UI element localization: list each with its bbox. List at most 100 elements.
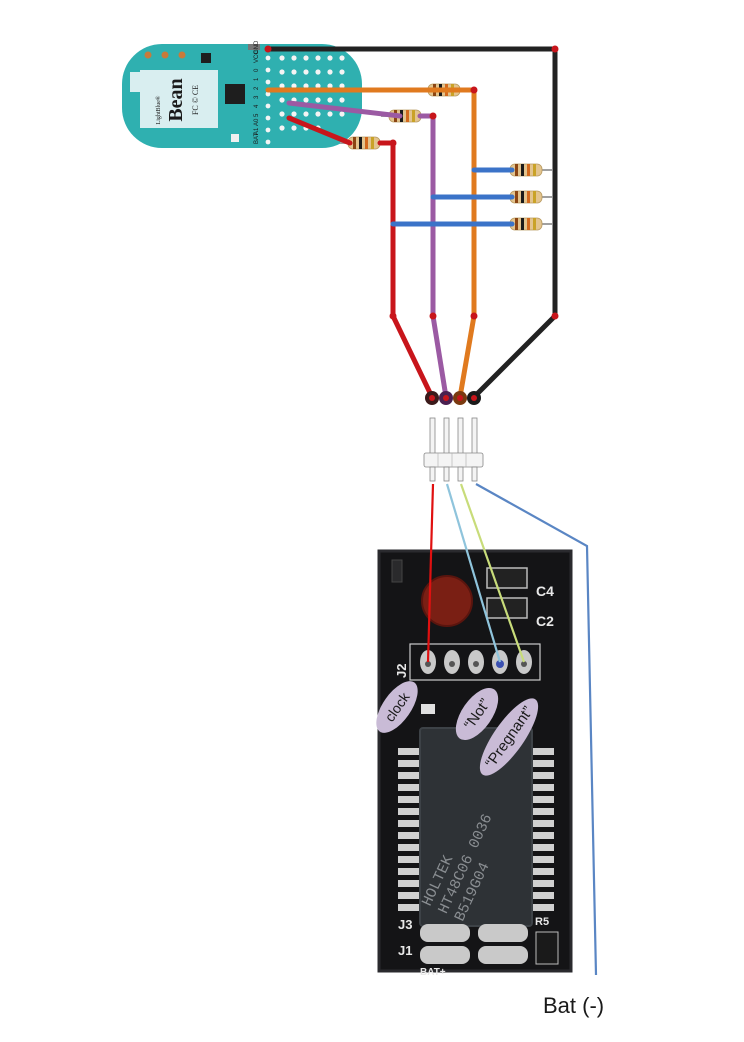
pcb-pad-right bbox=[478, 924, 528, 942]
line-bat-neg-blue bbox=[475, 483, 598, 976]
pin-label: GND bbox=[254, 40, 260, 54]
pin-hole bbox=[265, 79, 271, 85]
proto-hole bbox=[279, 83, 285, 89]
pin-label: 2 bbox=[254, 86, 260, 90]
bean-module-shield bbox=[140, 70, 218, 128]
pin-label: VCC bbox=[254, 50, 260, 63]
wire-end-dot bbox=[443, 395, 449, 401]
pin-label: 5 bbox=[254, 113, 260, 117]
chip-side-pins bbox=[398, 748, 554, 911]
junction-dot bbox=[264, 45, 272, 53]
proto-hole bbox=[327, 83, 333, 89]
header-body bbox=[423, 452, 484, 468]
proto-hole bbox=[303, 83, 309, 89]
wire-end-dot bbox=[471, 395, 477, 401]
bean-cert-text: FC © CE bbox=[191, 85, 200, 115]
chip-pin-left bbox=[398, 904, 420, 911]
chip-pin-left bbox=[398, 856, 420, 863]
proto-hole bbox=[315, 97, 321, 103]
bean-brand-text: LightBlue® bbox=[155, 95, 162, 124]
proto-hole bbox=[327, 111, 333, 117]
junction-dot bbox=[470, 86, 478, 94]
chip-pin-right bbox=[532, 772, 554, 779]
bean-antenna bbox=[130, 72, 142, 92]
proto-hole bbox=[303, 55, 309, 61]
bean-connector bbox=[248, 44, 260, 50]
proto-hole bbox=[327, 55, 333, 61]
chip-pin-right bbox=[532, 856, 554, 863]
pcb-smd bbox=[421, 704, 435, 714]
proto-hole bbox=[339, 97, 345, 103]
proto-hole bbox=[279, 55, 285, 61]
proto-hole bbox=[339, 111, 345, 117]
bean-mcu-chip bbox=[225, 84, 245, 104]
proto-hole bbox=[315, 111, 321, 117]
pcb-c2-component bbox=[486, 597, 528, 619]
resistors bbox=[340, 83, 552, 231]
chip-pin-left bbox=[398, 748, 420, 755]
chip-pin-left bbox=[398, 784, 420, 791]
proto-hole bbox=[279, 69, 285, 75]
pin-hole bbox=[265, 55, 271, 61]
proto-hole bbox=[303, 69, 309, 75]
chip-pin-left bbox=[398, 772, 420, 779]
bean-led bbox=[231, 134, 239, 142]
chip-pin-right bbox=[532, 892, 554, 899]
wire-end-dot bbox=[457, 395, 463, 401]
proto-hole bbox=[339, 55, 345, 61]
chip-pin-right bbox=[532, 844, 554, 851]
proto-hole bbox=[315, 83, 321, 89]
junction-dot bbox=[389, 139, 397, 147]
chip-pin-left bbox=[398, 808, 420, 815]
header-pin bbox=[429, 417, 436, 457]
pin-hole bbox=[265, 127, 271, 133]
wire-purple-a bbox=[286, 100, 403, 119]
pcb-silk-j1: J1 bbox=[398, 943, 412, 958]
proto-hole bbox=[339, 69, 345, 75]
chip-pin-right bbox=[532, 760, 554, 767]
pregnancy-test-pcb: C4 C2 J2 HOLTEK HT48C06 0036 B519G04 J3 … bbox=[377, 549, 573, 978]
signal-lines bbox=[426, 483, 598, 976]
chip-pin-right bbox=[532, 784, 554, 791]
header-pin bbox=[471, 466, 478, 482]
pin-label: A1 bbox=[254, 127, 260, 135]
pcb-silk-j2: J2 bbox=[394, 664, 409, 678]
chip-pin-right bbox=[532, 904, 554, 911]
chip-pin-left bbox=[398, 868, 420, 875]
proto-hole bbox=[327, 69, 333, 75]
junction-dot bbox=[429, 112, 437, 120]
bean-wires bbox=[264, 45, 559, 400]
bean-name-text: Bean bbox=[165, 78, 187, 121]
pcb-silk-bat: BAT+ bbox=[420, 967, 446, 978]
proto-hole bbox=[339, 83, 345, 89]
pin-hole bbox=[265, 67, 271, 73]
chip-pin-left bbox=[398, 820, 420, 827]
junction-dot bbox=[470, 312, 478, 320]
header-pin bbox=[429, 466, 436, 482]
proto-hole bbox=[291, 55, 297, 61]
pcb-c4-component bbox=[486, 567, 528, 589]
pcb-silk-c2: C2 bbox=[536, 613, 554, 629]
chip-pin-right bbox=[532, 820, 554, 827]
wire-end-dot bbox=[429, 395, 435, 401]
pin-hole bbox=[265, 115, 271, 121]
pcb-j2-outline bbox=[409, 643, 541, 681]
proto-hole bbox=[303, 97, 309, 103]
chip-pin-left bbox=[398, 832, 420, 839]
bean-top-pad bbox=[161, 51, 169, 59]
bean-top-pad bbox=[178, 51, 186, 59]
bean-proto-holes bbox=[265, 55, 345, 145]
chip-pin-left bbox=[398, 880, 420, 887]
pcb-main-ic bbox=[420, 728, 532, 926]
proto-hole bbox=[279, 111, 285, 117]
pcb-silk-r5: R5 bbox=[535, 916, 549, 928]
junction-dot bbox=[389, 312, 397, 320]
junction-dot bbox=[551, 312, 559, 320]
pcb-pad-right bbox=[478, 946, 528, 964]
pin-label: 4 bbox=[254, 104, 260, 108]
chip-pin-left bbox=[398, 760, 420, 767]
chip-pin-right bbox=[532, 868, 554, 875]
bat-neg-label: Bat (-) bbox=[543, 993, 604, 1018]
pcb-component bbox=[391, 559, 403, 583]
pcb-silk-c4: C4 bbox=[536, 583, 554, 599]
